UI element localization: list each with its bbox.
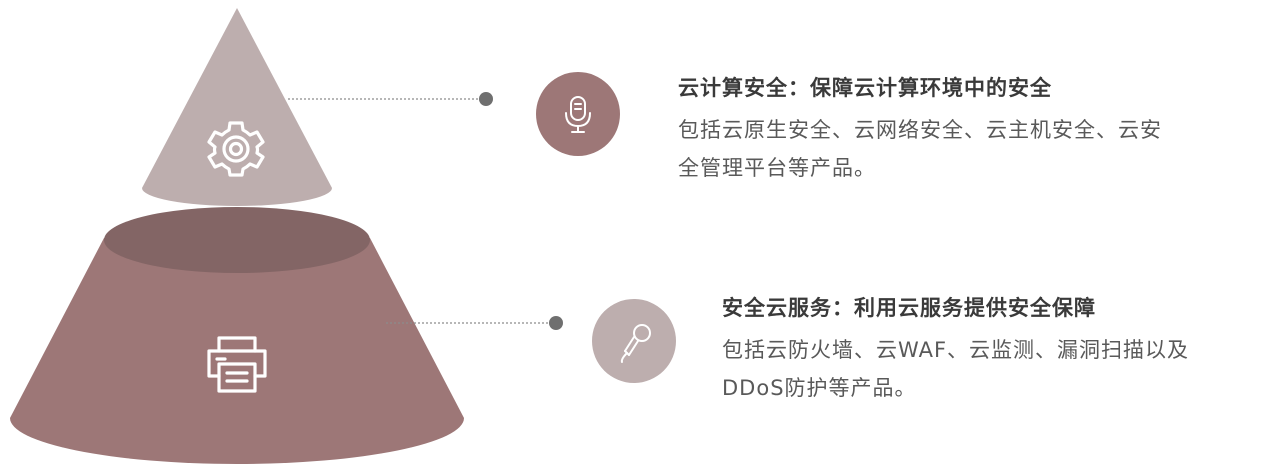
top-cone	[142, 8, 332, 206]
printer-icon	[207, 336, 267, 393]
gear-icon	[207, 121, 265, 177]
bottom-frustum	[10, 207, 464, 464]
item-1-description: 包括云原生安全、云网络安全、云主机安全、云安 全管理平台等产品。	[678, 111, 1278, 187]
item-2-title: 安全云服务：利用云服务提供安全保障	[722, 296, 1096, 320]
top-cone-body	[142, 8, 332, 206]
item-2-description-line-2: DDoS防护等产品。	[722, 376, 917, 400]
item-1-description-line-1: 包括云原生安全、云网络安全、云主机安全、云安	[678, 118, 1162, 142]
badge-2	[592, 299, 676, 383]
item-2-description: 包括云防火墙、云WAF、云监测、漏洞扫描以及 DDoS防护等产品。	[722, 331, 1282, 407]
badge-1	[536, 72, 620, 156]
item-2-description-line-1: 包括云防火墙、云WAF、云监测、漏洞扫描以及	[722, 338, 1190, 362]
bottom-frustum-top	[104, 207, 370, 273]
connector-2	[386, 316, 563, 330]
handheld-microphone-icon	[620, 324, 651, 363]
connector-1	[288, 92, 493, 106]
item-1-description-line-2: 全管理平台等产品。	[678, 156, 876, 180]
item-1-title: 云计算安全：保障云计算环境中的安全	[678, 76, 1052, 100]
microphone-icon	[565, 96, 591, 133]
